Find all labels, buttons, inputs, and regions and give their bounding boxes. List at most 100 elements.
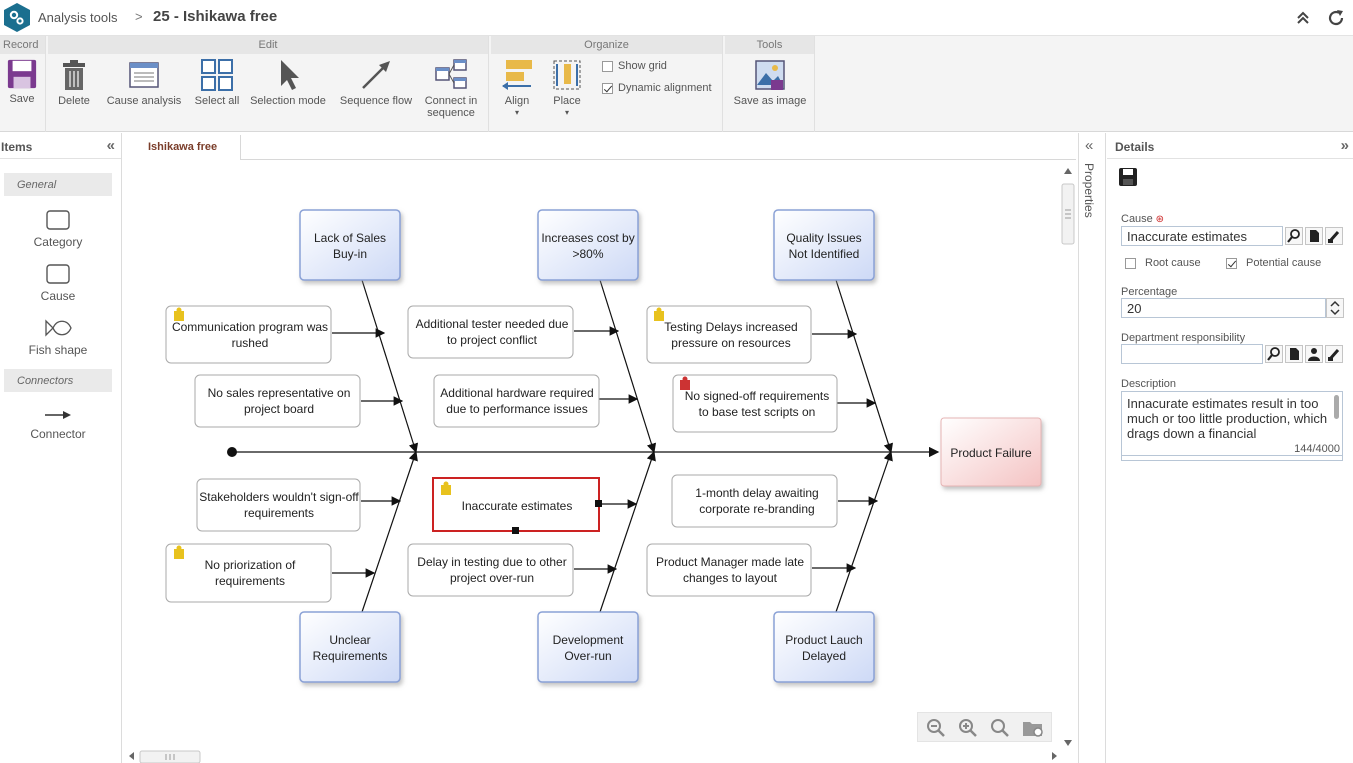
document-icon[interactable] [1305, 227, 1323, 245]
refresh-icon[interactable] [1326, 8, 1346, 28]
details-panel: Details » Cause ⊛ Inaccurate estimates R… [1107, 133, 1353, 763]
cause-box[interactable]: Stakeholders wouldn't sign-off requireme… [196, 478, 361, 532]
cause-text: Product Manager made late [656, 555, 804, 569]
expand-right-icon[interactable]: » [1340, 137, 1349, 154]
description-textarea[interactable]: Innacurate estimates result in too much … [1121, 391, 1343, 461]
zoom-out-icon[interactable] [926, 718, 946, 738]
items-header: Items « [0, 133, 121, 159]
vertical-scrollbar[interactable] [1060, 160, 1076, 750]
collapse-left-icon[interactable]: « [106, 137, 115, 154]
connector-tool[interactable]: Connector [0, 407, 116, 441]
fish-bones [332, 279, 894, 613]
cause-text: requirements [215, 574, 285, 588]
delete-button[interactable]: Delete [54, 56, 94, 107]
page-title: 25 - Ishikawa free [153, 8, 278, 25]
align-icon [502, 60, 532, 90]
breadcrumb-section[interactable]: Analysis tools [38, 10, 118, 25]
save-details-icon[interactable] [1118, 167, 1138, 187]
connect-in-sequence-button[interactable]: Connect in sequence [420, 56, 482, 119]
eraser-icon[interactable] [1325, 345, 1343, 363]
connector-tool-label: Connector [30, 427, 86, 441]
horizontal-scrollbar[interactable] [126, 748, 1062, 763]
app-logo-icon[interactable] [3, 2, 31, 33]
select-all-icon [201, 59, 233, 91]
place-button[interactable]: Place ▾ [547, 56, 587, 119]
sequence-flow-button[interactable]: Sequence flow [337, 56, 415, 107]
category-box-increases-cost[interactable]: Increases cost by >80% [537, 209, 639, 281]
save-button[interactable]: Save [2, 56, 42, 105]
tab-ishikawa-free[interactable]: Ishikawa free [126, 135, 241, 160]
group-title-tools: Tools [725, 36, 814, 54]
details-title: Details [1115, 140, 1155, 154]
general-section-header[interactable]: General [4, 173, 112, 196]
save-icon [7, 59, 37, 89]
category-box-unclear-requirements[interactable]: Unclear Requirements [299, 611, 401, 683]
ishikawa-diagram[interactable]: Lack of Sales Buy-in Increases cost by >… [126, 135, 1062, 748]
show-grid-check-box[interactable] [602, 60, 613, 72]
cause-box[interactable]: No signed-off requirements to base test … [672, 374, 838, 433]
align-button[interactable]: Align ▾ [497, 56, 537, 119]
potential-cause-checkbox[interactable]: Potential cause [1226, 257, 1321, 269]
document-icon[interactable] [1285, 345, 1303, 363]
description-scrollbar[interactable] [1334, 395, 1339, 419]
dynamic-alignment-checkbox[interactable]: Dynamic alignment [602, 82, 712, 94]
cause-text: Testing Delays increased [664, 320, 797, 334]
cause-box[interactable]: No priorization of requirements [165, 543, 332, 603]
diagram-canvas[interactable]: Ishikawa free [126, 135, 1076, 763]
cause-box[interactable]: 1-month delay awaiting corporate re-bran… [671, 474, 838, 528]
category-box-development-overrun[interactable]: Development Over-run [537, 611, 639, 683]
percentage-stepper[interactable] [1326, 298, 1344, 318]
category-box-product-launch-delayed[interactable]: Product Lauch Delayed [773, 611, 875, 683]
search-icon[interactable] [1285, 227, 1303, 245]
show-grid-checkbox[interactable]: Show grid [602, 60, 667, 72]
eraser-icon[interactable] [1325, 227, 1343, 245]
properties-label[interactable]: Properties [1082, 163, 1096, 218]
connectors-section-header[interactable]: Connectors [4, 369, 112, 392]
resize-handle[interactable] [512, 527, 519, 534]
save-as-image-button[interactable]: Save as image [729, 56, 811, 107]
user-icon[interactable] [1305, 345, 1323, 363]
align-dropdown-icon: ▾ [514, 108, 519, 117]
category-box-lack-of-sales[interactable]: Lack of Sales Buy-in [299, 209, 401, 281]
category-tool[interactable]: Category [0, 209, 116, 249]
selection-mode-button[interactable]: Selection mode [250, 56, 326, 107]
fish-spine[interactable] [227, 446, 940, 458]
zoom-fit-icon[interactable] [990, 718, 1010, 738]
cause-box[interactable]: Testing Delays increased pressure on res… [646, 305, 812, 364]
cause-box[interactable]: Delay in testing due to other project ov… [407, 543, 574, 597]
search-icon[interactable] [1265, 345, 1283, 363]
dynamic-alignment-check-box[interactable] [602, 82, 613, 94]
category-box-quality-issues[interactable]: Quality Issues Not Identified [773, 209, 875, 281]
cause-analysis-button[interactable]: Cause analysis [104, 56, 184, 107]
properties-strip[interactable]: « Properties [1078, 133, 1106, 763]
cause-box-selected[interactable]: Inaccurate estimates [432, 477, 602, 534]
folder-view-icon[interactable] [1022, 718, 1044, 738]
description-char-count: 144/4000 [1121, 442, 1343, 456]
zoom-in-icon[interactable] [958, 718, 978, 738]
ribbon-group-tools: Tools Save as image [725, 36, 815, 132]
category-shape-icon [46, 210, 70, 230]
puzzle-icon [174, 545, 184, 559]
cause-box[interactable]: Communication program was rushed [165, 305, 332, 364]
cause-box[interactable]: No sales representative on project board [194, 374, 361, 428]
root-cause-check-box[interactable] [1125, 257, 1136, 269]
root-cause-checkbox[interactable]: Root cause [1125, 257, 1201, 269]
cause-input[interactable]: Inaccurate estimates [1121, 226, 1283, 246]
effect-box-product-failure[interactable]: Product Failure [940, 417, 1042, 487]
cause-tool[interactable]: Cause [0, 263, 116, 303]
collapse-left-icon[interactable]: « [1085, 137, 1094, 154]
fish-shape-tool[interactable]: Fish shape [0, 317, 116, 357]
department-input[interactable] [1121, 344, 1263, 364]
potential-cause-check-box[interactable] [1226, 257, 1237, 269]
puzzle-icon [174, 307, 184, 321]
percentage-input[interactable]: 20 [1121, 298, 1326, 318]
cause-box[interactable]: Additional hardware required due to perf… [433, 374, 600, 428]
cause-box[interactable]: Additional tester needed due to project … [407, 305, 574, 359]
cause-tool-label: Cause [40, 289, 76, 303]
resize-handle[interactable] [595, 500, 602, 507]
cause-box[interactable]: Product Manager made late changes to lay… [646, 543, 812, 597]
select-all-button[interactable]: Select all [190, 56, 244, 107]
collapse-up-icon[interactable] [1294, 9, 1312, 27]
category-text: Delayed [802, 649, 846, 663]
diagonal-arrow-icon [362, 61, 390, 89]
